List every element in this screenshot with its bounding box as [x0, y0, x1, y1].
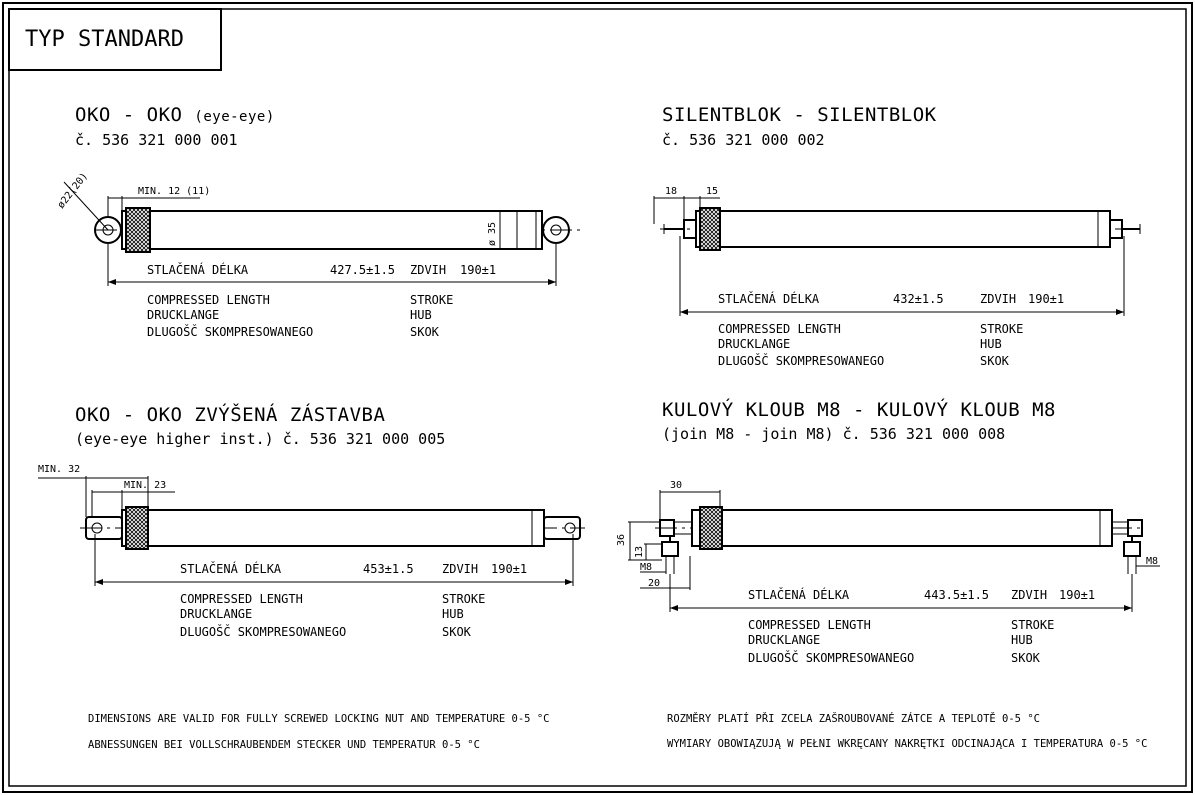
label-stroke-cz: ZDVIH [442, 562, 478, 576]
label-stroke-pl: SKOK [1011, 651, 1041, 665]
label-compressed-cz: STLAČENÁ DÉLKA [180, 561, 282, 576]
label-compressed-en: COMPRESSED LENGTH [718, 322, 841, 336]
label-stroke-cz: ZDVIH [980, 292, 1016, 306]
value-compressed-length: 432±1.5 [893, 292, 944, 306]
sheet-title: TYP STANDARD [25, 27, 184, 52]
note-cz: ROZMĚRY PLATÍ PŘI ZCELA ZAŠROUBOVANÉ ZÁT… [667, 712, 1040, 725]
knurled-collar [699, 506, 723, 550]
knurled-collar [699, 207, 721, 251]
label-stroke-de: HUB [980, 337, 1002, 351]
label-stroke-cz: ZDVIH [1011, 588, 1047, 602]
dim-30: 30 [670, 480, 682, 491]
label-compressed-en: COMPRESSED LENGTH [748, 618, 871, 632]
variant-ball-joint: KULOVÝ KLOUB M8 - KULOVÝ KLOUB M8 (join … [616, 398, 1160, 665]
variant-title: OKO - OKO ZVÝŠENÁ ZÁSTAVBA [75, 402, 385, 426]
label-compressed-pl: DLUGOŠČ SKOMPRESOWANEGO [147, 324, 313, 339]
dim-36: 36 [616, 534, 627, 546]
variant-title: SILENTBLOK - SILENTBLOK [662, 104, 937, 126]
label-compressed-en: COMPRESSED LENGTH [147, 293, 270, 307]
value-stroke: 190±1 [1028, 292, 1064, 306]
dim-tube-diameter: ø 35 [487, 222, 498, 246]
variant-eye-eye: OKO - OKO (eye-eye) č. 536 321 000 001 ø… [56, 104, 580, 339]
damper-drawing: 18 15 [653, 186, 1141, 316]
dim-min-32: MIN. 32 [38, 464, 80, 475]
dim-20: 20 [648, 578, 660, 589]
variant-title: OKO - OKO (eye-eye) [75, 104, 275, 126]
note-pl: WYMIARY OBOWIĄZUJĄ W PEŁNI WKRĘCANY NAKR… [667, 738, 1147, 750]
label-stroke-cz: ZDVIH [410, 263, 446, 277]
note-de: ABNESSUNGEN BEI VOLLSCHRAUBENDEM STECKER… [88, 739, 480, 751]
variant-subtitle: (eye-eye higher inst.) č. 536 321 000 00… [75, 430, 445, 448]
notes: DIMENSIONS ARE VALID FOR FULLY SCREWED L… [88, 712, 1147, 751]
label-compressed-de: DRUCKLANGE [180, 607, 252, 621]
label-compressed-pl: DLUGOŠČ SKOMPRESOWANEGO [718, 353, 884, 368]
knurled-collar [125, 506, 149, 550]
label-stroke-de: HUB [1011, 633, 1033, 647]
damper-drawing: ø22(20) MIN. 12 (11) ø 35 [56, 171, 580, 286]
damper-drawing: MIN. 32 MIN. 23 [38, 464, 585, 586]
label-compressed-de: DRUCKLANGE [718, 337, 790, 351]
label-stroke-en: STROKE [410, 293, 453, 307]
value-stroke: 190±1 [491, 562, 527, 576]
label-stroke-pl: SKOK [410, 325, 440, 339]
value-compressed-length: 453±1.5 [363, 562, 414, 576]
label-stroke-de: HUB [410, 308, 432, 322]
variant-title: KULOVÝ KLOUB M8 - KULOVÝ KLOUB M8 [662, 398, 1056, 421]
dim-18: 18 [665, 186, 677, 197]
variant-silentblok: SILENTBLOK - SILENTBLOK č. 536 321 000 0… [653, 104, 1141, 368]
dim-13: 13 [634, 546, 645, 558]
part-number: č. 536 321 000 001 [75, 131, 238, 149]
variant-eye-eye-higher: OKO - OKO ZVÝŠENÁ ZÁSTAVBA (eye-eye high… [38, 402, 585, 639]
label-compressed-de: DRUCKLANGE [147, 308, 219, 322]
dim-15: 15 [706, 186, 718, 197]
title-block: TYP STANDARD [8, 8, 222, 71]
label-stroke-pl: SKOK [442, 625, 472, 639]
damper-drawing: 30 36 13 M8 20 M8 [616, 480, 1160, 612]
label-compressed-cz: STLAČENÁ DÉLKA [147, 262, 249, 277]
value-stroke: 190±1 [460, 263, 496, 277]
label-compressed-pl: DLUGOŠČ SKOMPRESOWANEGO [748, 650, 914, 665]
label-stroke-de: HUB [442, 607, 464, 621]
note-en: DIMENSIONS ARE VALID FOR FULLY SCREWED L… [88, 713, 549, 725]
dim-m8-right: M8 [1146, 556, 1158, 567]
dim-min-length: MIN. 12 (11) [138, 186, 210, 197]
inner-frame [8, 8, 1187, 787]
label-stroke-en: STROKE [1011, 618, 1054, 632]
label-compressed-de: DRUCKLANGE [748, 633, 820, 647]
label-compressed-pl: DLUGOŠČ SKOMPRESOWANEGO [180, 624, 346, 639]
knurled-collar [125, 207, 151, 253]
variant-subtitle: (join M8 - join M8) č. 536 321 000 008 [662, 425, 1005, 443]
label-stroke-en: STROKE [980, 322, 1023, 336]
dim-m8-left: M8 [640, 562, 652, 573]
part-number: č. 536 321 000 002 [662, 131, 825, 149]
label-compressed-en: COMPRESSED LENGTH [180, 592, 303, 606]
label-compressed-cz: STLAČENÁ DÉLKA [748, 587, 850, 602]
value-stroke: 190±1 [1059, 588, 1095, 602]
label-stroke-pl: SKOK [980, 354, 1010, 368]
value-compressed-length: 443.5±1.5 [924, 588, 989, 602]
value-compressed-length: 427.5±1.5 [330, 263, 395, 277]
label-compressed-cz: STLAČENÁ DÉLKA [718, 291, 820, 306]
dim-min-23: MIN. 23 [124, 480, 166, 491]
label-stroke-en: STROKE [442, 592, 485, 606]
